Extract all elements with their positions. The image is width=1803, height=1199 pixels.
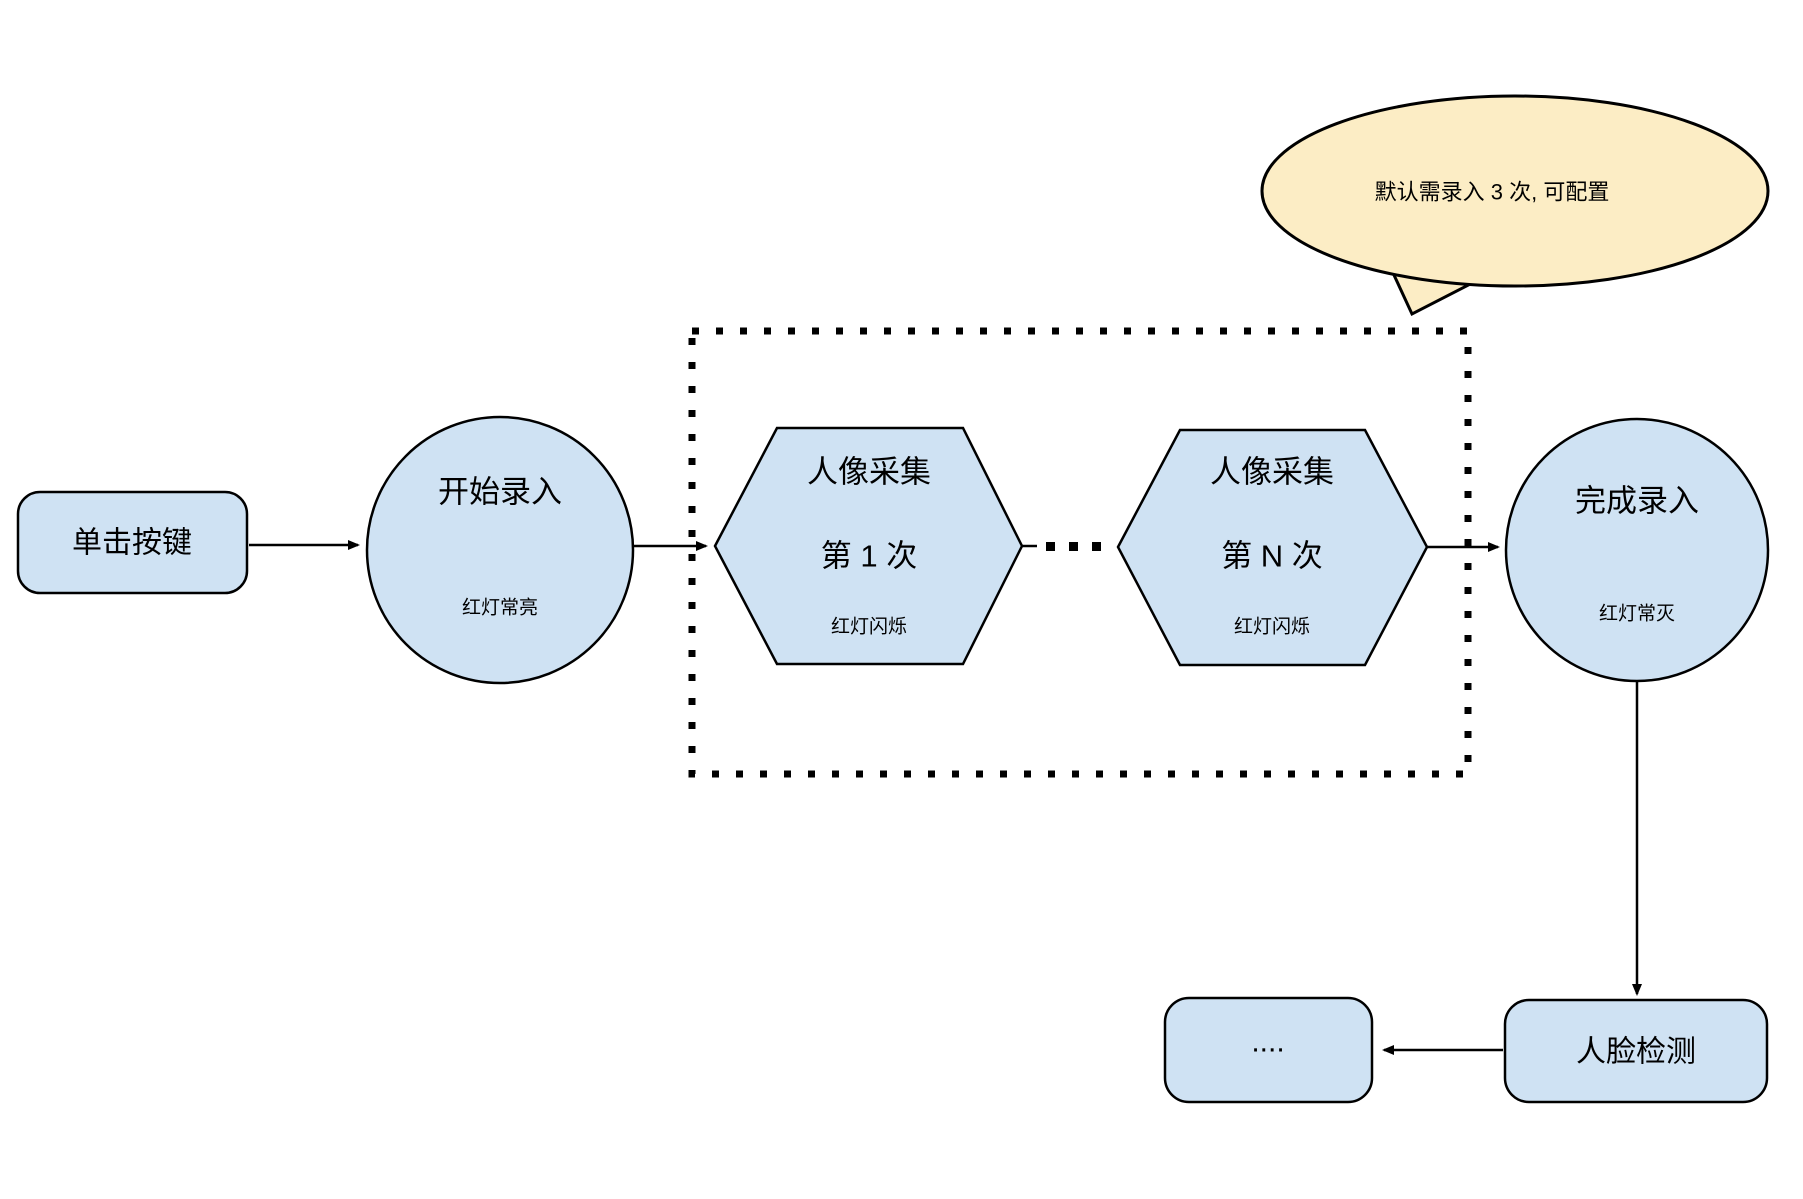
connector-dot [1069, 542, 1078, 551]
click-button-shape [16, 490, 249, 595]
node-capture-first: 人像采集 第 1 次 红灯闪烁 [713, 426, 1024, 666]
capture-nth-title: 人像采集 [1210, 455, 1334, 490]
node-face-detection: 人脸检测 [1503, 998, 1769, 1104]
finish-record-status: 红灯常灭 [1599, 603, 1675, 625]
finish-record-shape [1504, 417, 1770, 683]
start-record-title: 开始录入 [438, 475, 562, 510]
face-detection-label: 人脸检测 [1576, 1036, 1696, 1069]
finish-record-title: 完成录入 [1575, 484, 1699, 519]
node-click-button: 单击按键 [16, 490, 249, 595]
callout-ellipse [1260, 94, 1770, 288]
continuation-shape [1163, 996, 1374, 1104]
connector-dot [1092, 542, 1101, 551]
click-button-label: 单击按键 [72, 527, 192, 560]
callout-text: 默认需录入 3 次, 可配置 [1375, 180, 1610, 205]
face-detection-shape [1503, 998, 1769, 1104]
connector-dots-between-captures [1022, 542, 1101, 551]
node-start-record: 开始录入 红灯常亮 [365, 415, 635, 685]
capture-nth-sequence: 第 N 次 [1221, 539, 1323, 574]
capture-first-sequence: 第 1 次 [821, 539, 917, 574]
capture-nth-status: 红灯闪烁 [1234, 616, 1310, 638]
connector-dot [1046, 542, 1055, 551]
node-capture-nth: 人像采集 第 N 次 红灯闪烁 [1116, 428, 1429, 667]
capture-first-title: 人像采集 [807, 455, 931, 490]
capture-first-status: 红灯闪烁 [831, 616, 907, 638]
start-record-shape [365, 415, 635, 685]
node-continuation: .... [1163, 996, 1374, 1104]
continuation-label: .... [1251, 1026, 1284, 1059]
capture-group-dotted-box [688, 327, 1472, 778]
callout-bubble: 默认需录入 3 次, 可配置 [1260, 94, 1770, 317]
node-finish-record: 完成录入 红灯常灭 [1504, 417, 1770, 683]
start-record-status: 红灯常亮 [462, 597, 538, 619]
